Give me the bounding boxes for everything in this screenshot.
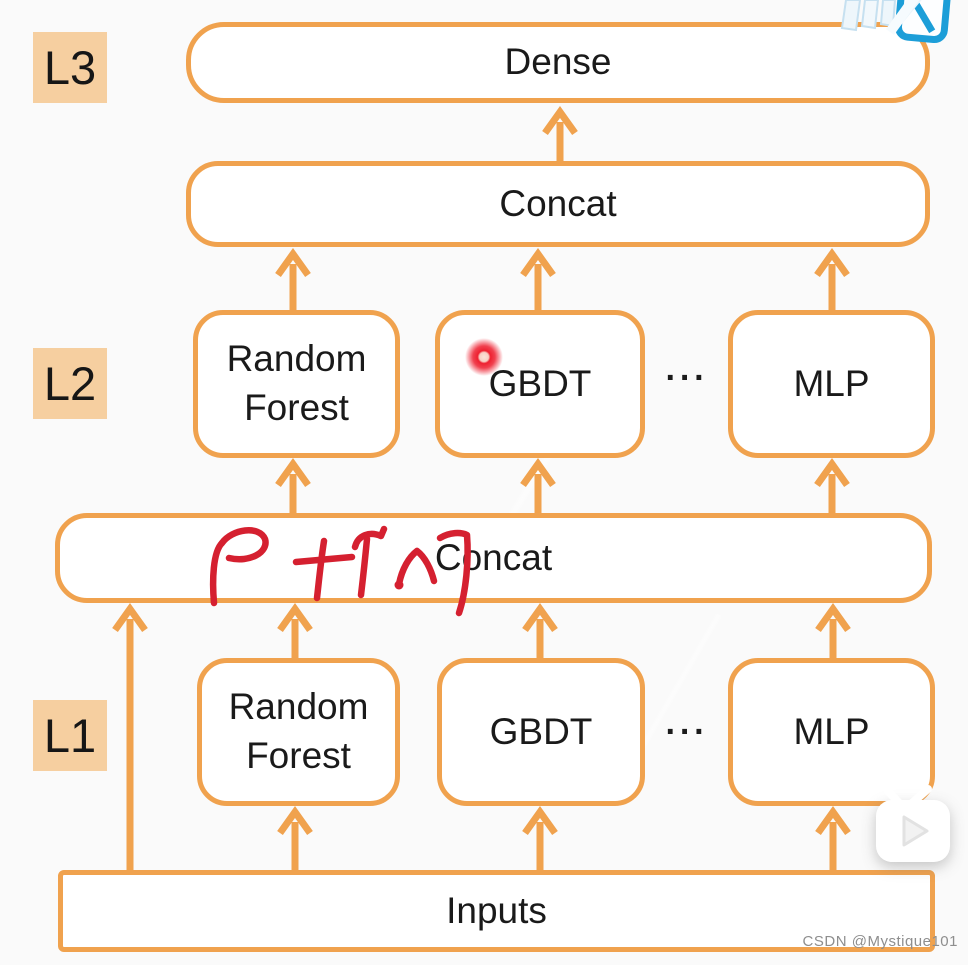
arrow-l2gbdt-to-concat (520, 247, 556, 313)
node-dense: Dense (186, 22, 930, 103)
bilibili-logo-cropped (840, 0, 952, 44)
arrow-l2mlp-to-concat (814, 247, 850, 313)
play-icon (902, 815, 929, 847)
arrow-inputs-to-concat-skip (112, 602, 148, 873)
node-l1-random-forest: Random Forest (197, 658, 400, 806)
l1-ellipsis: ··· (665, 712, 709, 751)
arrow-concat-to-l2mlp (814, 457, 850, 516)
node-concat-lower: Concat (55, 513, 932, 603)
arrow-l1gbdt-to-concat (522, 602, 558, 661)
watermark: CSDN @Mystique101 (802, 933, 958, 950)
node-concat-upper: Concat (186, 161, 930, 247)
arrow-inputs-to-l1mlp (815, 805, 851, 873)
arrow-concat-to-dense (542, 105, 578, 163)
arrow-inputs-to-l1gbdt (522, 805, 558, 873)
node-l1-mlp: MLP (728, 658, 935, 806)
layer-label-l2: L2 (33, 348, 107, 419)
node-l2-gbdt: GBDT (435, 310, 645, 458)
layer-label-l1: L1 (33, 700, 107, 771)
node-inputs: Inputs (58, 870, 935, 952)
arrow-l2rf-to-concat (275, 247, 311, 313)
play-button[interactable] (876, 785, 950, 862)
tv-antenna-icon (884, 785, 932, 808)
arrow-concat-to-l2rf (275, 457, 311, 516)
node-l2-random-forest: Random Forest (193, 310, 400, 458)
arrow-concat-to-l2gbdt (520, 457, 556, 516)
arrow-inputs-to-l1rf (277, 805, 313, 873)
l2-ellipsis: ··· (665, 358, 709, 397)
arrow-l1rf-to-concat (277, 602, 313, 661)
arrow-l1mlp-to-concat (815, 602, 851, 661)
node-l1-gbdt: GBDT (437, 658, 645, 806)
layer-label-l3: L3 (33, 32, 107, 103)
node-l2-mlp: MLP (728, 310, 935, 458)
